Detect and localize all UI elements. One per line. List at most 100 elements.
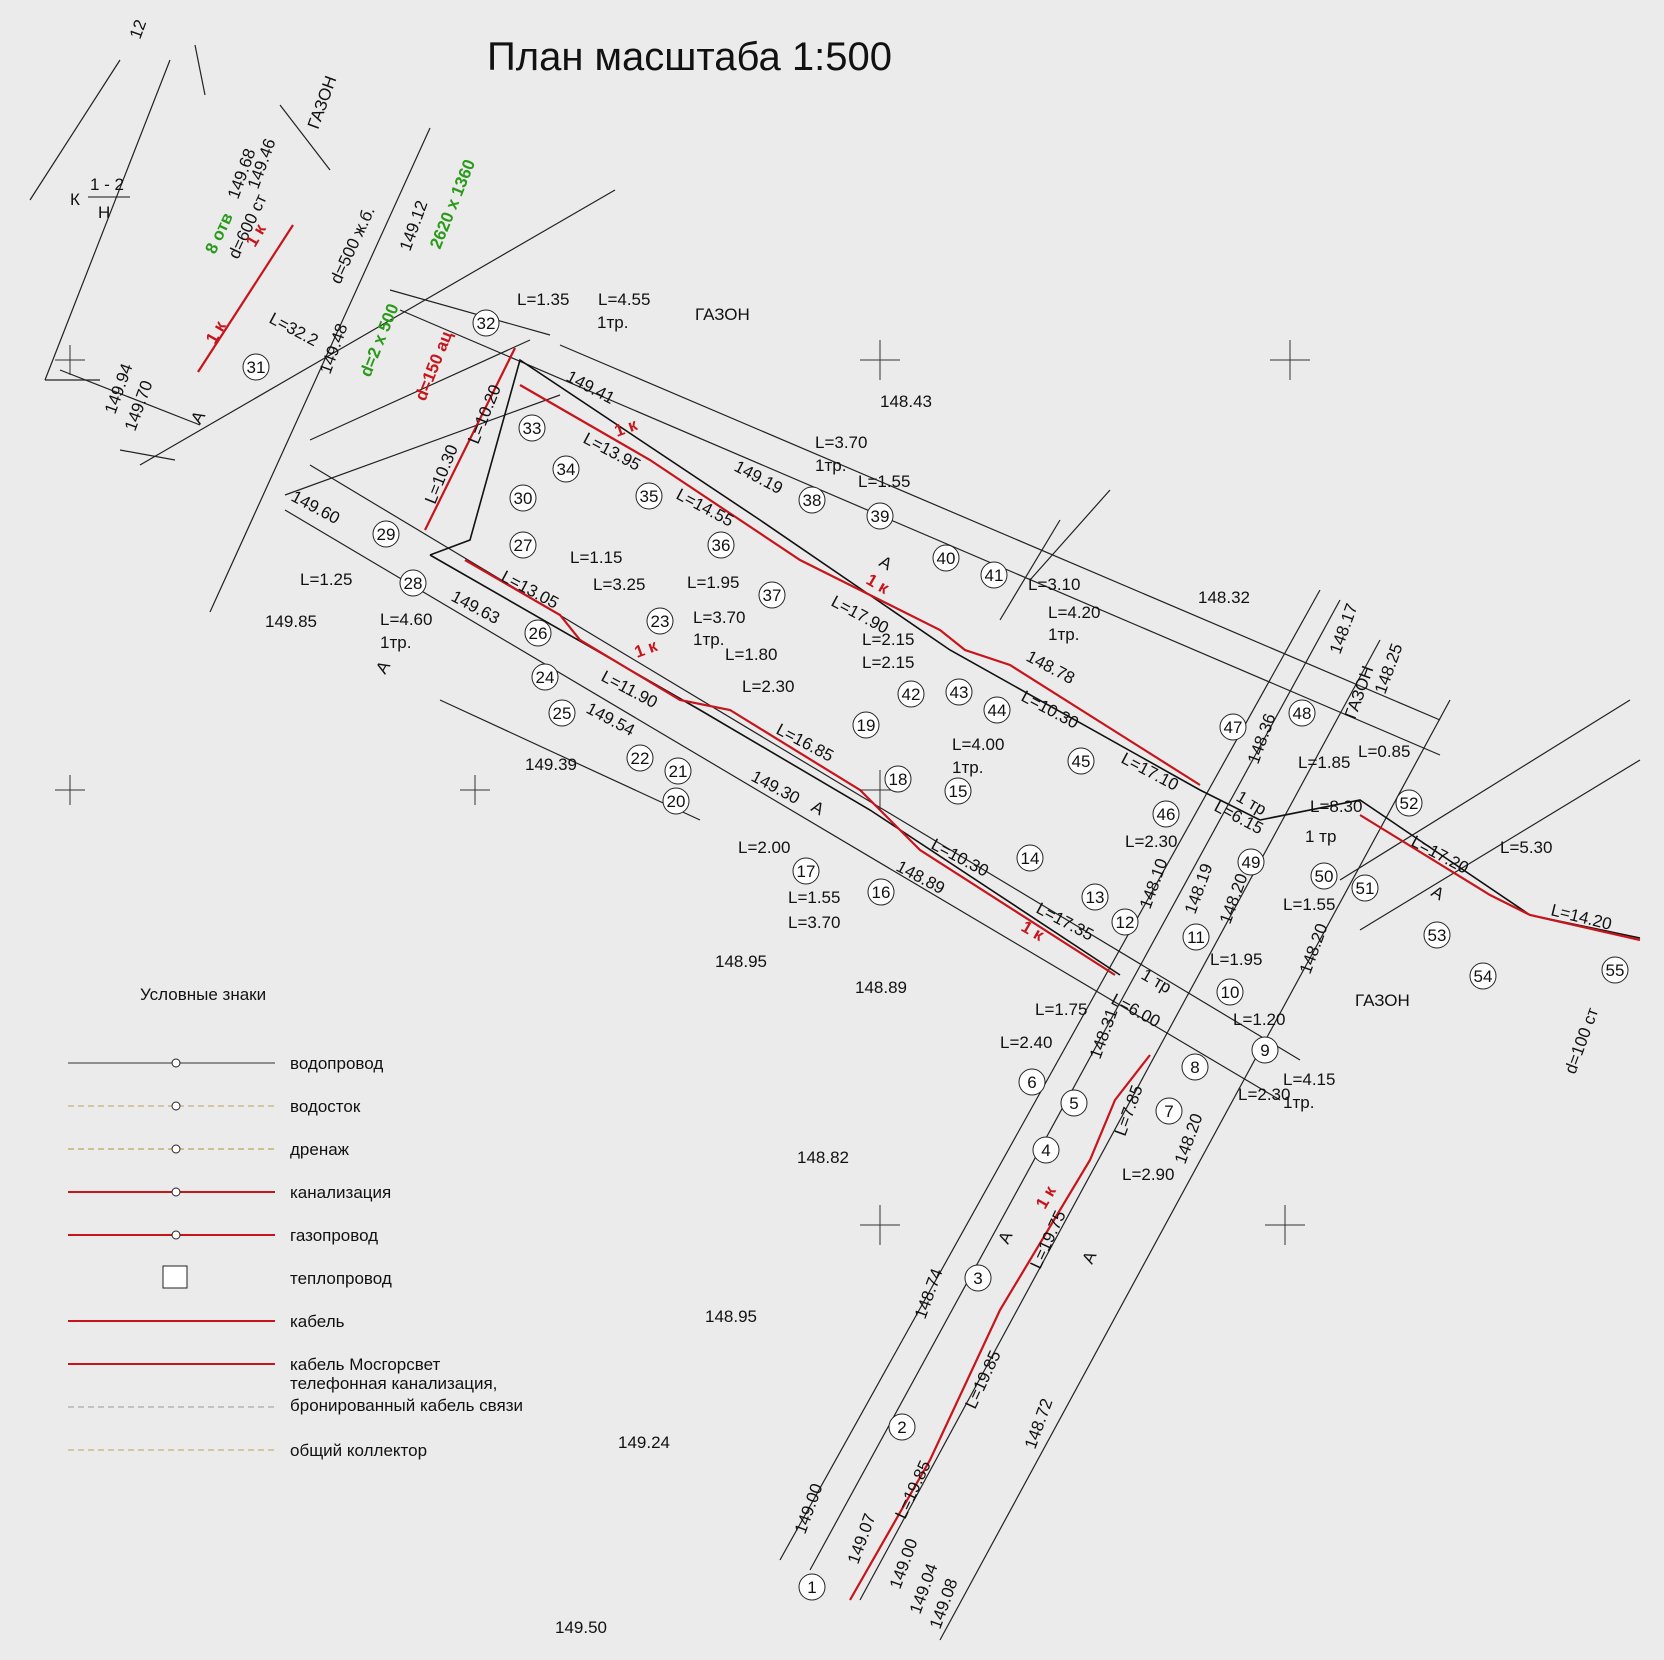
- well-marker-32: 32: [472, 309, 500, 337]
- well-marker-3: 3: [964, 1264, 992, 1292]
- well-circle: [1060, 1089, 1088, 1117]
- well-number: 21: [669, 762, 688, 781]
- elev: 148.36: [1244, 711, 1280, 766]
- well-number: 23: [651, 612, 670, 631]
- well-marker-47: 47: [1219, 713, 1247, 741]
- well-marker-8: 8: [1181, 1053, 1209, 1081]
- note-1tr: 1тр.: [952, 758, 983, 777]
- well-number: 51: [1356, 879, 1375, 898]
- well-marker-39: 39: [866, 502, 894, 530]
- well-number: 34: [557, 460, 576, 479]
- well-number: 20: [667, 792, 686, 811]
- length: L=1.75: [1035, 1000, 1087, 1019]
- well-number: 22: [631, 749, 650, 768]
- elev: 149.24: [618, 1433, 670, 1452]
- well-number: 27: [514, 536, 533, 555]
- well-marker-21: 21: [664, 757, 692, 785]
- well-number: 12: [1116, 913, 1135, 932]
- legend-label: телефонная канализация,: [290, 1374, 497, 1393]
- well-circle: [1182, 923, 1210, 951]
- legend-node: [171, 1230, 181, 1240]
- plan-title: План масштаба 1:500: [487, 35, 892, 79]
- note-pipe-500: d=500 ж.б.: [326, 203, 378, 286]
- well-marker-49: 49: [1237, 848, 1265, 876]
- note-1tr-b: 1 тр: [1305, 827, 1336, 846]
- well-number: 31: [247, 358, 266, 377]
- elev: 148.20: [1296, 921, 1332, 976]
- well-marker-1: 1: [798, 1573, 826, 1601]
- length: L=3.70: [815, 433, 867, 452]
- well-number: 15: [949, 782, 968, 801]
- elev: 148.43: [880, 392, 932, 411]
- well-circle: [897, 680, 925, 708]
- well-marker-14: 14: [1016, 844, 1044, 872]
- well-number: 39: [871, 507, 890, 526]
- well-marker-35: 35: [635, 482, 663, 510]
- legend-label: дренаж: [290, 1140, 350, 1159]
- well-circle: [509, 531, 537, 559]
- well-marker-26: 26: [524, 619, 552, 647]
- well-marker-23: 23: [646, 607, 674, 635]
- well-marker-18: 18: [884, 765, 912, 793]
- well-number: 28: [404, 574, 423, 593]
- well-marker-29: 29: [372, 520, 400, 548]
- legend-item: водопровод: [68, 1054, 383, 1073]
- length: L=3.70: [788, 913, 840, 932]
- well-number: 40: [937, 549, 956, 568]
- legend-node: [171, 1144, 181, 1154]
- well-marker-45: 45: [1067, 747, 1095, 775]
- length: L=10.30: [421, 442, 462, 507]
- length: L=1.35: [517, 290, 569, 309]
- well-circle: [242, 353, 270, 381]
- well-marker-25: 25: [548, 699, 576, 727]
- well-circle: [1181, 1053, 1209, 1081]
- sewer-red-lines: [197, 224, 1641, 1601]
- well-circle: [932, 544, 960, 572]
- well-circle: [1395, 789, 1423, 817]
- well-marker-43: 43: [945, 678, 973, 706]
- legend-label: теплопровод: [290, 1269, 392, 1288]
- length: L=1.80: [725, 645, 777, 664]
- well-number: 32: [477, 314, 496, 333]
- elev: 149.00: [791, 1481, 827, 1536]
- legend-label: газопровод: [290, 1226, 378, 1245]
- well-marker-20: 20: [662, 787, 690, 815]
- well-circle: [372, 520, 400, 548]
- well-number: 37: [763, 586, 782, 605]
- well-number: 25: [553, 704, 572, 723]
- well-marker-40: 40: [932, 544, 960, 572]
- length: L=2.30: [1125, 832, 1177, 851]
- well-number: 44: [988, 701, 1007, 720]
- length: L=1.95: [1210, 950, 1262, 969]
- well-circle: [707, 531, 735, 559]
- note-1k-f: 1 к: [1018, 917, 1048, 945]
- well-number: 14: [1021, 849, 1040, 868]
- length: L=7.85: [1111, 1083, 1147, 1139]
- well-marker-34: 34: [552, 455, 580, 483]
- well-number: 52: [1400, 794, 1419, 813]
- note-1tr: 1тр.: [597, 313, 628, 332]
- legend-label: водосток: [290, 1097, 361, 1116]
- well-number: 55: [1606, 961, 1625, 980]
- well-marker-10: 10: [1216, 978, 1244, 1006]
- well-number: 53: [1428, 926, 1447, 945]
- well-number: 8: [1190, 1058, 1199, 1077]
- well-number: 5: [1069, 1094, 1078, 1113]
- elev: 148.72: [1021, 1396, 1057, 1451]
- legend-item: общий коллектор: [68, 1441, 427, 1460]
- note-1tr-c: 1 тр: [1138, 965, 1175, 997]
- length: L=14.55: [673, 485, 737, 531]
- well-circle: [866, 502, 894, 530]
- legend-node: [171, 1187, 181, 1197]
- note-1tr: 1тр.: [1283, 1093, 1314, 1112]
- legend-title: Условные знаки: [140, 985, 266, 1004]
- well-marker-9: 9: [1251, 1036, 1279, 1064]
- well-marker-12: 12: [1111, 908, 1139, 936]
- elev: 148.25: [1371, 641, 1407, 696]
- length: L=2.00: [738, 838, 790, 857]
- street-boundaries: [29, 44, 1641, 1641]
- length: L=1.55: [1283, 895, 1335, 914]
- well-number: 11: [1187, 928, 1205, 947]
- well-number: 54: [1474, 967, 1493, 986]
